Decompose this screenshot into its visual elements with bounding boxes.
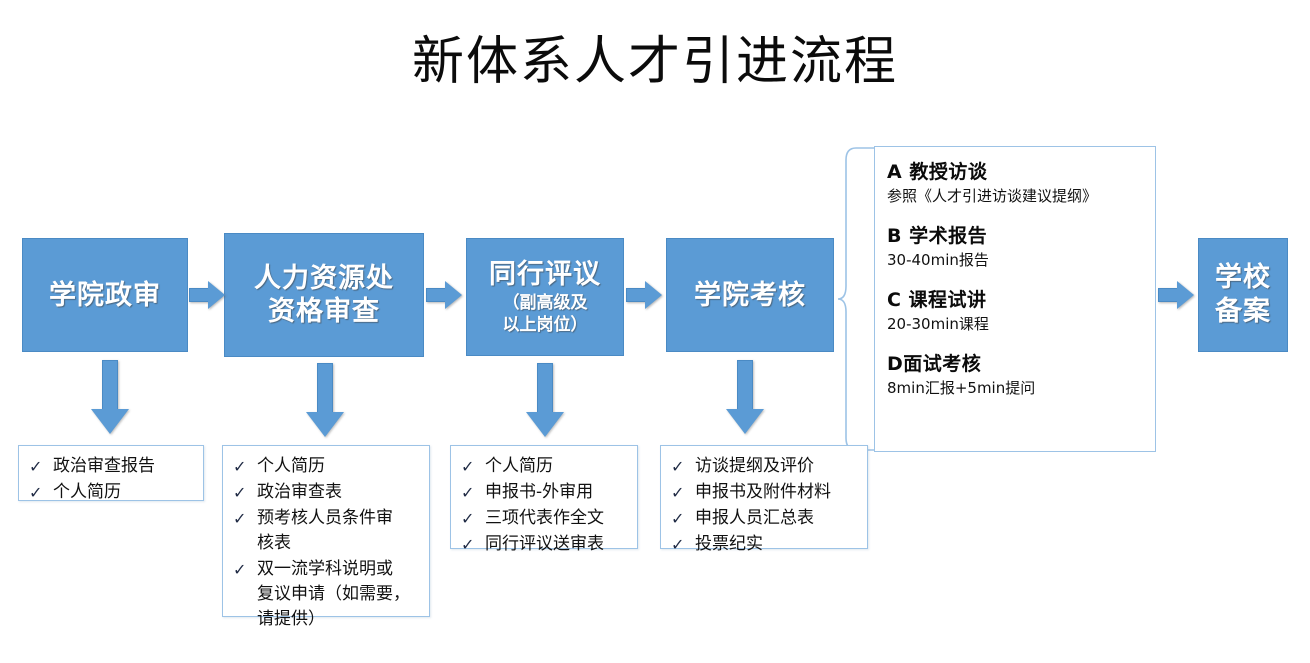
check-icon: ✓ xyxy=(29,457,43,476)
detail-item-d: D面试考核 8min汇报+5min提问 xyxy=(887,351,1145,399)
check-icon: ✓ xyxy=(671,457,685,476)
list-item: ✓ 申报书及附件材料 xyxy=(671,480,861,505)
arrow-right-icon xyxy=(426,281,462,309)
page-title: 新体系人才引进流程 xyxy=(411,32,898,92)
list-item-label: 申报书及附件材料 xyxy=(695,482,831,502)
list-item-label: 政治审查报告 xyxy=(53,456,155,476)
arrow-down-icon xyxy=(726,360,764,434)
list-item: ✓ 双一流学科说明或 复议申请（如需要， 请提供） xyxy=(233,557,423,632)
arrow-right-icon xyxy=(626,281,662,309)
check-icon: ✓ xyxy=(233,560,247,579)
detail-item-desc: 8min汇报+5min提问 xyxy=(887,379,1036,397)
arrow-right-icon xyxy=(189,281,225,309)
list-item-label: 访谈提纲及评价 xyxy=(695,456,814,476)
arrow-shaft xyxy=(317,363,333,413)
list-item: ✓ 个人简历 xyxy=(233,454,423,479)
detail-item-a: A 教授访谈 参照《人才引进访谈建议提纲》 xyxy=(887,159,1145,207)
process-box-title: 学院考核 xyxy=(694,279,806,311)
arrow-shaft xyxy=(189,288,209,302)
arrow-down-icon xyxy=(91,360,129,434)
checklist-college-political-review: ✓ 政治审查报告 ✓ 个人简历 xyxy=(18,445,204,502)
list-item: ✓ 访谈提纲及评价 xyxy=(671,454,861,479)
process-box-title: 人力资源处 资格审查 xyxy=(254,263,394,327)
arrow-head xyxy=(208,281,225,309)
arrow-down-icon xyxy=(526,363,564,437)
detail-item-head: C 课程试讲 xyxy=(887,289,987,311)
process-box-college-political-review[interactable]: 学院政审 xyxy=(22,238,188,352)
check-icon: ✓ xyxy=(233,483,247,502)
list-item: ✓ 申报书-外审用 xyxy=(461,480,631,505)
list-item: ✓ 政治审查表 xyxy=(233,480,423,505)
arrow-shaft xyxy=(737,360,753,410)
list-item: ✓ 投票纪实 xyxy=(671,532,861,557)
list-item: ✓ 个人简历 xyxy=(461,454,631,479)
arrow-shaft xyxy=(426,288,446,302)
list-item: ✓ 同行评议送审表 xyxy=(461,532,631,557)
detail-item-desc: 20-30min课程 xyxy=(887,315,989,333)
detail-item-b: B 学术报告 30-40min报告 xyxy=(887,223,1145,271)
checklist-college-assessment: ✓ 访谈提纲及评价 ✓ 申报书及附件材料 ✓ 申报人员汇总表 ✓ 投票纪实 xyxy=(660,445,868,554)
list-item-label: 预考核人员条件审 核表 xyxy=(257,508,393,553)
arrow-shaft xyxy=(1158,288,1178,302)
checklist-peer-review: ✓ 个人简历 ✓ 申报书-外审用 ✓ 三项代表作全文 ✓ 同行评议送审表 xyxy=(450,445,638,554)
detail-item-head: D面试考核 xyxy=(887,353,982,375)
list-item-label: 个人简历 xyxy=(53,482,121,502)
list-item-label: 申报人员汇总表 xyxy=(695,508,814,528)
detail-item-head: B 学术报告 xyxy=(887,225,988,247)
process-box-title: 学校 备案 xyxy=(1215,262,1271,327)
check-icon: ✓ xyxy=(671,483,685,502)
check-icon: ✓ xyxy=(29,483,43,502)
list-item-label: 个人简历 xyxy=(257,456,325,476)
arrow-right-icon xyxy=(1158,281,1194,309)
list-item-label: 个人简历 xyxy=(485,456,553,476)
list-item-label: 申报书-外审用 xyxy=(485,482,594,502)
list-item-label: 政治审查表 xyxy=(257,482,342,502)
check-icon: ✓ xyxy=(233,509,247,528)
detail-item-head: A 教授访谈 xyxy=(887,161,988,183)
check-icon: ✓ xyxy=(233,457,247,476)
process-box-subtitle: （副高级及 以上岗位） xyxy=(502,293,588,335)
arrow-head xyxy=(1177,281,1194,309)
list-item-label: 双一流学科说明或 复议申请（如需要， 请提供） xyxy=(257,559,410,629)
check-icon: ✓ xyxy=(671,535,685,554)
check-icon: ✓ xyxy=(461,457,475,476)
list-item: ✓ 政治审查报告 xyxy=(29,454,197,479)
list-item: ✓ 个人简历 xyxy=(29,480,197,505)
arrow-head xyxy=(726,409,764,434)
arrow-shaft xyxy=(102,360,118,410)
process-box-title: 学院政审 xyxy=(49,279,161,311)
detail-item-c: C 课程试讲 20-30min课程 xyxy=(887,287,1145,335)
detail-item-desc: 参照《人才引进访谈建议提纲》 xyxy=(887,187,1098,205)
list-item: ✓ 预考核人员条件审 核表 xyxy=(233,506,423,556)
process-box-title: 同行评议 xyxy=(489,259,601,290)
arrow-head xyxy=(645,281,662,309)
arrow-shaft xyxy=(537,363,553,413)
detail-item-desc: 30-40min报告 xyxy=(887,251,989,269)
list-item-label: 同行评议送审表 xyxy=(485,534,604,554)
arrow-head xyxy=(91,409,129,434)
brace-path xyxy=(837,147,878,451)
checklist-hr-qualification-review: ✓ 个人简历 ✓ 政治审查表 ✓ 预考核人员条件审 核表 ✓ 双一流学科说明或 … xyxy=(222,445,430,629)
process-box-hr-qualification-review[interactable]: 人力资源处 资格审查 xyxy=(224,233,424,357)
assessment-detail-panel: A 教授访谈 参照《人才引进访谈建议提纲》 B 学术报告 30-40min报告 … xyxy=(874,146,1156,452)
check-icon: ✓ xyxy=(671,509,685,528)
check-icon: ✓ xyxy=(461,509,475,528)
process-box-peer-review[interactable]: 同行评议 （副高级及 以上岗位） xyxy=(466,238,624,356)
process-box-college-assessment[interactable]: 学院考核 xyxy=(666,238,834,352)
check-icon: ✓ xyxy=(461,483,475,502)
arrow-shaft xyxy=(626,288,646,302)
arrow-head xyxy=(306,412,344,437)
list-item: ✓ 三项代表作全文 xyxy=(461,506,631,531)
check-icon: ✓ xyxy=(461,535,475,554)
list-item-label: 三项代表作全文 xyxy=(485,508,604,528)
arrow-head xyxy=(526,412,564,437)
arrow-head xyxy=(445,281,462,309)
list-item-label: 投票纪实 xyxy=(695,534,763,554)
process-box-university-filing[interactable]: 学校 备案 xyxy=(1198,238,1288,352)
list-item: ✓ 申报人员汇总表 xyxy=(671,506,861,531)
arrow-down-icon xyxy=(306,363,344,437)
